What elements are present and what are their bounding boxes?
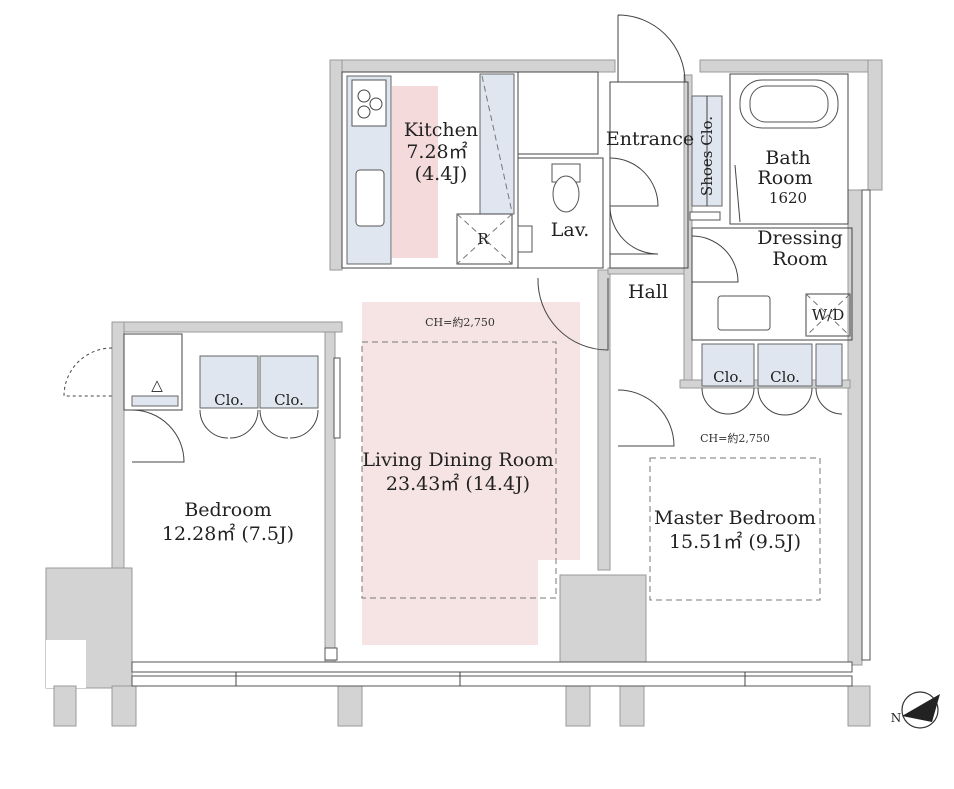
kitchen: R — [341, 71, 519, 269]
living-ceiling-height: CH=約2,750 — [425, 315, 495, 329]
living-area: 23.43㎡ (14.4J) — [386, 472, 530, 495]
shoes-closet — [689, 95, 723, 221]
master-name: Master Bedroom — [654, 507, 816, 529]
bedroom-closets: Clo. Clo. — [199, 355, 319, 439]
hall-name: Hall — [628, 281, 668, 303]
master-area: 15.51㎡ (9.5J) — [669, 530, 801, 553]
bath-room — [729, 73, 849, 225]
kitchen-tatami: (4.4J) — [415, 163, 468, 185]
entrance-name: Entrance — [606, 128, 694, 150]
svg-text:N: N — [891, 711, 902, 725]
dressing-name-2: Room — [772, 248, 827, 270]
triangle-mark: △ — [151, 376, 163, 394]
living-dining-room — [324, 277, 609, 661]
master-bedroom — [617, 389, 821, 601]
lavatory — [517, 71, 604, 269]
refrigerator-label: R — [477, 230, 489, 248]
north-compass-icon: N — [891, 691, 940, 729]
washer-label: W/D — [812, 306, 845, 324]
bedroom-closet-label-1: Clo. — [214, 391, 244, 409]
bedroom-closet-label-2: Clo. — [274, 391, 304, 409]
living-name: Living Dining Room — [362, 449, 553, 471]
master-closets: Clo. Clo. — [701, 343, 843, 416]
master-ceiling-height: CH=約2,750 — [700, 431, 770, 445]
shoes-closet-label: Shoes Clo. — [698, 116, 716, 196]
bedroom-name: Bedroom — [184, 499, 271, 521]
bath-name-2: Room — [757, 167, 812, 189]
master-closet-label-1: Clo. — [713, 368, 743, 386]
dressing-name-1: Dressing — [757, 227, 843, 249]
bedroom-entry: △ — [63, 333, 185, 463]
master-closet-label-2: Clo. — [770, 368, 800, 386]
bedroom-area: 12.28㎡ (7.5J) — [162, 522, 294, 545]
bath-size: 1620 — [769, 189, 807, 207]
dressing-room: W/D — [691, 227, 853, 341]
lav-name: Lav. — [551, 219, 589, 241]
bath-name-1: Bath — [765, 147, 810, 169]
kitchen-name: Kitchen — [404, 119, 478, 141]
entrance-doors — [609, 14, 689, 269]
kitchen-area: 7.28㎡ — [406, 140, 467, 163]
